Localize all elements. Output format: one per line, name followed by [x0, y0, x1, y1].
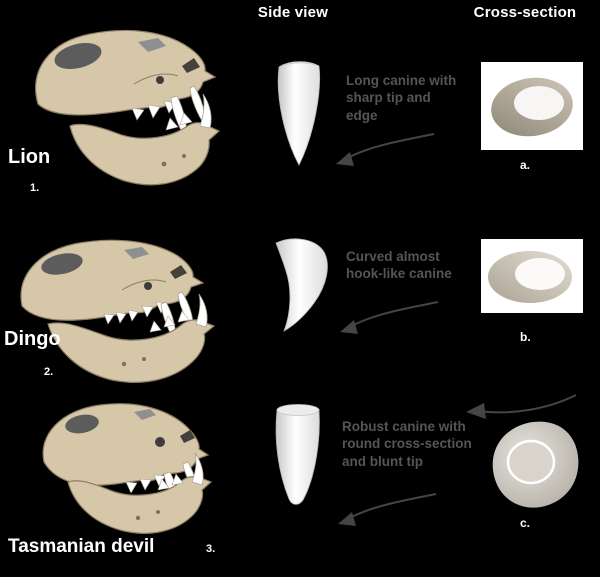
tasmanian-devil-skull-illustration — [42, 403, 213, 534]
row-number-3: 3. — [206, 543, 216, 555]
dingo-upper-teeth — [103, 301, 168, 325]
description-tasmanian-devil: Robust canine with round cross-section a… — [342, 419, 472, 469]
lion-skull-illustration — [35, 29, 221, 186]
devil-canine-side-view — [275, 404, 320, 505]
section-label-b: b. — [520, 330, 531, 344]
lion-canine-side-view — [277, 61, 320, 166]
lion-nasal-opening — [182, 58, 200, 73]
row-number-2: 2. — [44, 366, 54, 378]
row-number-1: 1. — [30, 182, 40, 194]
column-header-side-view: Side view — [257, 4, 329, 21]
description-dingo: Curved almost hook-like canine — [346, 249, 452, 282]
animal-label-tasmanian-devil: Tasmanian devil — [8, 536, 155, 557]
dingo-cranium — [20, 239, 205, 321]
dingo-lower-jaw — [47, 319, 216, 383]
lion-cranium — [35, 29, 217, 116]
devil-cranium — [42, 403, 210, 486]
devil-nasal-opening — [180, 430, 195, 443]
devil-temporal-patch — [65, 414, 99, 434]
devil-lower-canine — [191, 452, 204, 486]
curved-arrow-icon — [340, 301, 439, 334]
dingo-canine-side-view — [275, 238, 328, 332]
curved-arrow-icon — [336, 133, 435, 166]
section-label-c: c. — [520, 516, 531, 530]
section-label-a: a. — [520, 158, 531, 172]
devil-lower-teeth — [157, 473, 184, 491]
animal-label-dingo: Dingo — [4, 328, 61, 350]
dingo-skull-illustration — [20, 239, 216, 383]
description-lion: Long canine with sharp tip and edge — [346, 73, 457, 123]
dingo-cross-section-shape — [488, 251, 572, 303]
lion-lower-jaw — [69, 122, 221, 186]
column-header-cross-section: Cross-section — [473, 4, 577, 21]
cross-section-image-a — [481, 62, 583, 150]
devil-lower-jaw — [67, 476, 213, 534]
cross-section-image-b — [481, 239, 583, 313]
lion-temporal-patch — [54, 42, 102, 70]
lion-lower-teeth — [165, 112, 193, 131]
lion-cross-section-shape — [491, 77, 573, 137]
dingo-nasal-opening — [170, 265, 187, 279]
devil-cross-section-shape — [492, 421, 579, 508]
animal-label-lion: Lion — [8, 146, 51, 168]
curved-arrow-icon — [338, 493, 437, 526]
dingo-temporal-patch — [41, 253, 83, 275]
curved-arrow-icon — [466, 394, 577, 419]
dingo-lower-canine — [195, 293, 208, 328]
dingo-lower-teeth — [149, 310, 190, 333]
lion-lower-canine — [199, 93, 212, 129]
